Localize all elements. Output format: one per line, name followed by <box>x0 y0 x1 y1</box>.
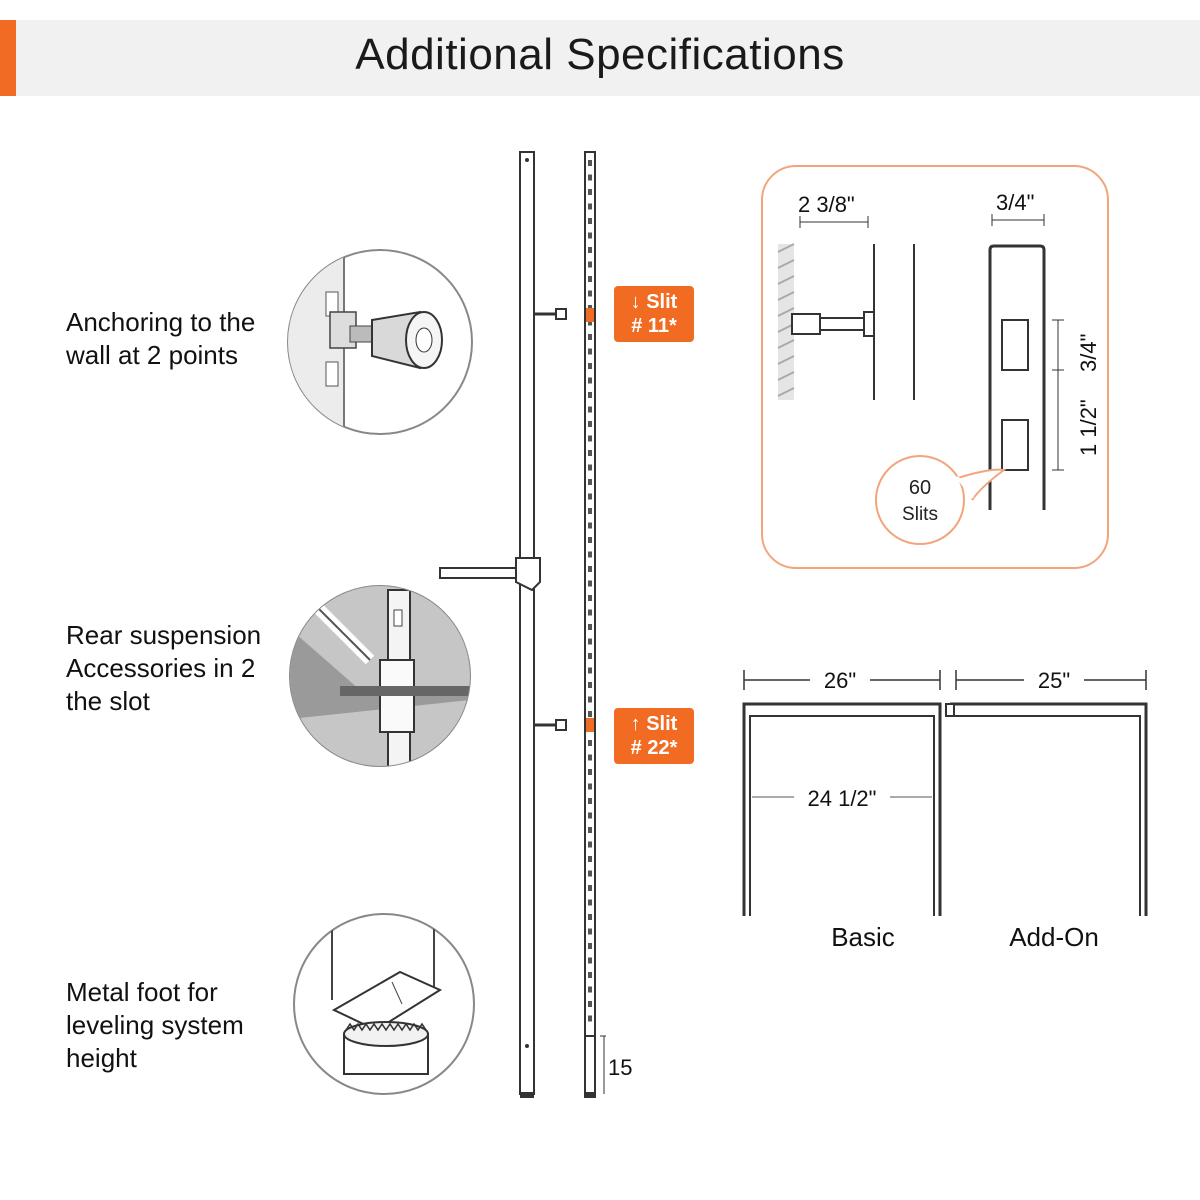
feature-label-suspension: Rear suspension Accessories in 2 the slo… <box>66 620 262 716</box>
callout-text: Slits <box>902 504 938 525</box>
rail-slit <box>588 508 592 514</box>
rail-slit <box>588 247 592 253</box>
wall-anchor-icon <box>287 249 473 435</box>
frame-basic <box>742 668 942 916</box>
rail-slit <box>588 740 592 746</box>
rail-slit <box>588 812 592 819</box>
feature-label-anchoring: Anchoring to the wall at 2 points <box>66 307 256 370</box>
rail-slit <box>588 783 592 790</box>
detail-slot-height-label: 3/4" <box>1076 334 1101 372</box>
rail-slit <box>588 160 592 166</box>
rail-slit <box>588 493 592 500</box>
rail-slit <box>588 624 592 630</box>
rail-slit <box>588 232 592 239</box>
rail-foot-dimension: 15 <box>608 1055 632 1080</box>
rail-slit <box>588 841 592 848</box>
rail-slit <box>588 363 592 369</box>
frame-basic-name: Basic <box>831 922 895 952</box>
rail-slit <box>588 334 592 340</box>
rail-slit <box>588 421 592 427</box>
rail-slit <box>588 986 592 993</box>
rail-slit <box>588 928 592 935</box>
rail-slit <box>588 696 592 703</box>
rail-slit <box>588 261 592 268</box>
frame-addon <box>945 668 1148 916</box>
rail-slit <box>588 1001 592 1007</box>
slit-badge-upper: ↓ Slit # 11* <box>614 286 694 342</box>
rail-slit <box>588 218 592 224</box>
rail-slit <box>588 464 592 471</box>
frame-addon-name: Add-On <box>1009 922 1099 952</box>
rail-slit <box>588 914 592 920</box>
rail-slit <box>588 754 592 761</box>
rail-slit <box>588 203 592 210</box>
detail-width-label: 3/4" <box>996 190 1034 215</box>
rail-slit <box>588 972 592 978</box>
rail-slit <box>588 638 592 645</box>
rail-slit <box>588 870 592 877</box>
rail-slit <box>588 537 592 543</box>
rail-slit <box>588 406 592 413</box>
rail-slit <box>588 566 592 572</box>
slit-badge-lower: ↑ Slit # 22* <box>614 708 694 764</box>
rail-slit <box>588 943 592 949</box>
rail-slit <box>588 435 592 442</box>
rail-slit <box>588 290 592 297</box>
rail-slit <box>588 711 592 717</box>
rail-slit <box>588 682 592 688</box>
feature-label-foot: Metal foot for leveling system height <box>66 977 244 1073</box>
rail-slit <box>588 522 592 529</box>
rail-slit <box>588 189 592 195</box>
addon-width-label: 25" <box>1038 668 1070 693</box>
rail-slit <box>588 856 592 862</box>
header-band <box>0 20 1200 96</box>
rail-slit <box>588 798 592 804</box>
rail-slit <box>588 885 592 891</box>
rail-slit <box>588 609 592 616</box>
rail-slit <box>588 392 592 398</box>
rail-slit <box>588 957 592 964</box>
leveling-foot-icon <box>293 913 475 1095</box>
rear-suspension-icon <box>289 585 471 767</box>
rail-slit <box>588 653 592 659</box>
detail-slot-spacing-label: 1 1/2" <box>1076 399 1101 456</box>
rail-slit <box>588 276 592 282</box>
rail-slit <box>588 595 592 601</box>
upright-rail-slotted <box>584 151 606 1098</box>
rail-slit <box>588 377 592 384</box>
rail-slit <box>588 580 592 587</box>
rail-slit <box>588 667 592 674</box>
rail-slit <box>588 899 592 906</box>
rail-slit <box>588 769 592 775</box>
basic-inner-width-label: 24 1/2" <box>808 786 877 811</box>
rail-slit <box>588 319 592 326</box>
rail-slit <box>588 551 592 558</box>
page-title: Additional Specifications <box>355 30 845 79</box>
rail-slit <box>588 348 592 355</box>
upright-rail-front <box>439 151 567 1098</box>
rail-slit <box>588 450 592 456</box>
callout-number: 60 <box>909 477 931 499</box>
rail-slit <box>588 174 592 181</box>
slot-detail-panel <box>761 165 1109 569</box>
rail-slit <box>588 1015 592 1022</box>
rail-slit <box>588 479 592 485</box>
detail-depth-label: 2 3/8" <box>798 192 855 217</box>
basic-width-label: 26" <box>824 668 856 693</box>
header-accent-bar <box>0 20 16 96</box>
rail-slit <box>588 827 592 833</box>
